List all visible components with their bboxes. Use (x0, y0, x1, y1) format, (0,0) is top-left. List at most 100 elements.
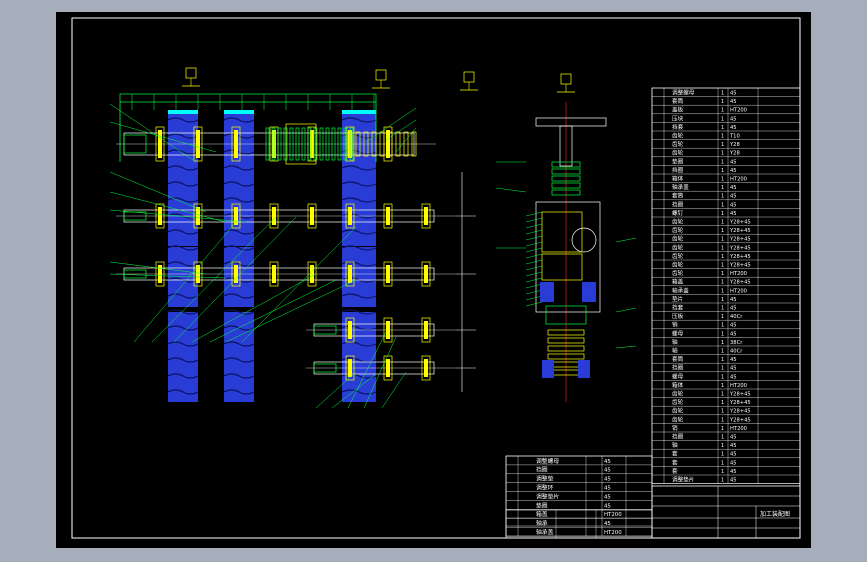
leader-line (525, 253, 543, 259)
section-break-line (341, 389, 377, 395)
gear-hub (310, 130, 314, 158)
gear-hub (158, 207, 162, 225)
datum-symbol-icon (185, 67, 197, 79)
part-material: Y28+45 (729, 400, 751, 406)
part-name: 箱体 (672, 175, 684, 183)
leader-line (495, 187, 527, 193)
part-name: 压板 (672, 312, 684, 320)
part-qty: 1 (721, 452, 724, 458)
section-break-line (223, 133, 255, 139)
part-name: 箱体 (672, 381, 684, 389)
bevel-gear (541, 211, 583, 253)
leader-line (109, 171, 207, 213)
section-break-line (167, 181, 199, 187)
spline-tooth (265, 127, 270, 161)
part-qty: 1 (721, 151, 724, 157)
gear (155, 261, 165, 287)
part-material: 45 (604, 468, 611, 474)
part-name: 箱盖 (672, 278, 684, 286)
part-qty: 1 (721, 426, 724, 432)
part-qty: 1 (721, 349, 724, 355)
leader-line (109, 261, 207, 275)
part-name: 垫圈 (672, 157, 684, 165)
gear-hub (386, 359, 390, 377)
part-qty: 1 (721, 340, 724, 346)
part-qty: 1 (721, 297, 724, 303)
spline-tooth (301, 127, 306, 161)
part-name: 轴承盖 (672, 183, 689, 191)
gear (421, 261, 431, 287)
section-break-line (167, 261, 199, 267)
part-qty: 1 (721, 478, 724, 484)
leader-line (615, 307, 637, 313)
part-qty: 1 (721, 314, 724, 320)
leader-line (525, 241, 543, 247)
part-name: 齿轮 (672, 261, 684, 269)
gear-hub (424, 321, 428, 339)
spring-coil (547, 353, 585, 360)
housing-block (342, 247, 376, 307)
section-break-line (341, 165, 377, 171)
part-qty: 1 (721, 366, 724, 372)
leader-line (525, 289, 543, 295)
part-material: Y28+45 (729, 392, 751, 398)
part-qty: 1 (721, 168, 724, 174)
section-break-line (167, 245, 199, 251)
gear-hub (196, 130, 200, 158)
section-break-line (167, 197, 199, 203)
leader-line (347, 331, 387, 409)
blue-seat (540, 282, 554, 302)
section-break-line (167, 117, 199, 123)
part-material: Y28 (729, 142, 740, 148)
part-qty: 1 (721, 263, 724, 269)
leader-line (191, 273, 317, 343)
part-name: 齿轮 (672, 390, 684, 398)
section-break-line (167, 165, 199, 171)
part-name: 轴 (672, 338, 678, 346)
part-name: 齿轮 (672, 243, 684, 251)
leader-line (525, 277, 543, 283)
leader-line (225, 279, 357, 343)
gear (193, 126, 203, 162)
part-qty: 1 (721, 125, 724, 131)
part-name: 垫圈 (536, 501, 548, 509)
gear (345, 317, 355, 343)
part-material: 45 (730, 435, 737, 441)
part-name: 齿轮 (672, 252, 684, 260)
section-break-line (341, 341, 377, 347)
part-name: 调整垫片 (672, 476, 695, 484)
coupling-ring (551, 161, 581, 168)
section-break-line (167, 357, 199, 363)
section-break-line (223, 165, 255, 171)
part-qty: 1 (721, 409, 724, 415)
housing-block (342, 312, 376, 402)
part-qty: 1 (721, 177, 724, 183)
leader-line (525, 259, 543, 265)
leader-line (525, 223, 543, 229)
section-break-line (223, 309, 255, 315)
leader-line (109, 209, 247, 223)
bearing (411, 131, 417, 157)
part-material: 45 (730, 99, 737, 105)
gear (383, 317, 393, 343)
gear (155, 203, 165, 229)
gear (231, 126, 241, 162)
coupling-ring (551, 182, 581, 189)
part-qty: 1 (721, 306, 724, 312)
spline-tooth (337, 127, 342, 161)
gear-seat (541, 253, 583, 281)
part-name: 调整螺母 (536, 457, 559, 465)
part-material: 45 (604, 459, 611, 465)
lower-title-block (505, 509, 653, 539)
gear (345, 261, 355, 287)
housing-block (168, 312, 198, 402)
section-break-line (341, 325, 377, 331)
part-material: Y28+45 (729, 409, 751, 415)
gear-hub (310, 207, 314, 225)
leader-line (525, 247, 543, 253)
bearing (355, 131, 361, 157)
spline-tooth (283, 127, 288, 161)
part-material: HT200 (730, 177, 747, 183)
